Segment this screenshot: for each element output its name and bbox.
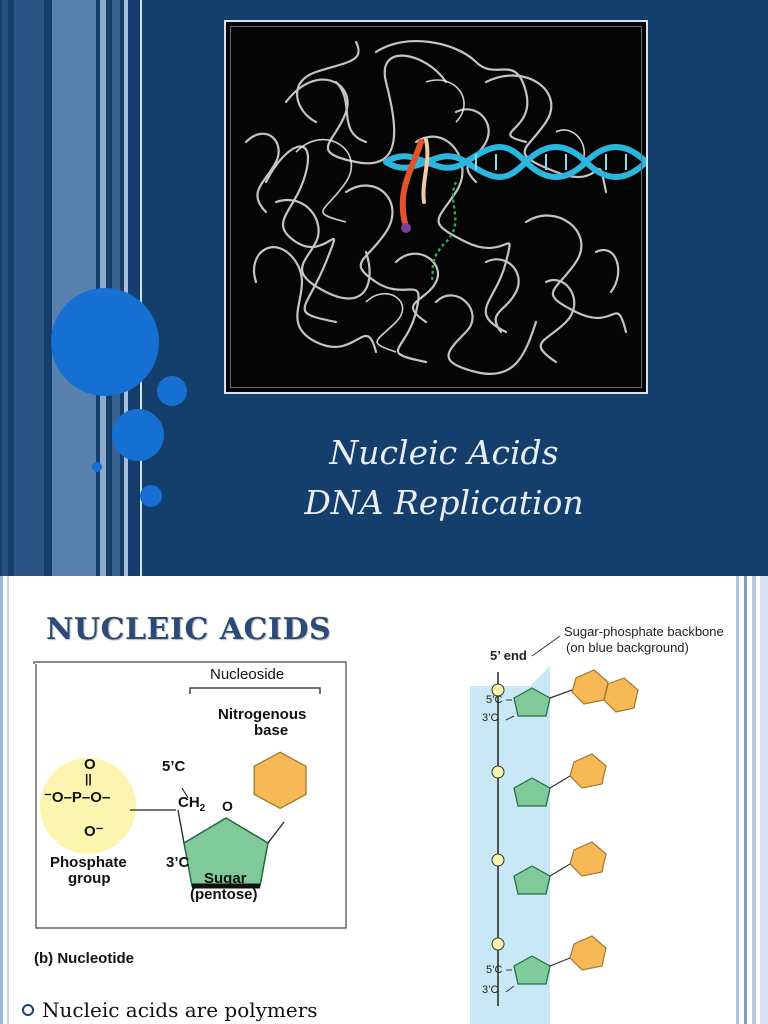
five-carbon-label: 5’C [162,758,186,775]
title-line-2: DNA Replication [304,483,584,522]
bullet-text: Nucleic acids are polymers [42,998,318,1022]
five-prime-end-label: 5’ end [490,648,527,663]
backbone-diagram: 5’ end Sugar-phosphate backbone (on blue… [470,624,740,1024]
bullet-ring-icon [22,1003,34,1016]
backbone-label-line2: (on blue background) [566,640,689,655]
five-c-top-label: 5’C [486,694,503,706]
phosphate-o-bottom: O⁻ [84,823,104,840]
phosphate-double-bond: || [85,772,92,786]
five-c-bottom-label: 5’C [486,964,503,976]
bullet-item: Nucleic acids are polymers [22,998,318,1022]
decorative-stripes [0,0,150,576]
phosphate-o-top: O [84,756,96,773]
nucleic-acids-slide: NUCLEIC ACIDS Nucleoside Nitrogenous bas… [0,576,768,1024]
nitrogenous-label-line2: base [254,722,289,739]
title-line-1: Nucleic Acids [329,433,559,472]
phosphate-group-label-line2: group [68,870,111,887]
ch2-subscript: 2 [199,803,206,814]
dna-polymerase-image [224,20,648,394]
nucleotide-caption: (b) Nucleotide [34,950,134,967]
phosphate-group-label-line1: Phosphate [50,854,127,871]
slide-title: Nucleic Acids DNA Replication [224,428,664,528]
ring-oxygen-label: O [222,798,233,814]
backbone-label-line1: Sugar-phosphate backbone [564,624,724,639]
slide-heading: NUCLEIC ACIDS [46,612,332,647]
ch2-text: CH [178,794,200,811]
nucleotide-diagram: Nucleoside Nitrogenous base O || ⁻O–P–O–… [32,658,348,988]
sugar-label-line2: (pentose) [190,886,258,903]
title-slide: Nucleic Acids DNA Replication [0,0,768,576]
decorative-circles [51,288,187,507]
three-c-top-label: 3’C [482,712,499,724]
ch2-label: CH2 [178,794,205,814]
decorative-stripes [0,576,768,1024]
phosphate-formula: ⁻O–P–O– [44,789,111,806]
three-carbon-label: 3’C [166,854,190,871]
nitrogenous-label-line1: Nitrogenous [218,706,307,723]
nucleoside-label: Nucleoside [210,666,285,683]
three-c-bottom-label: 3’C [482,984,499,996]
sugar-label-line1: Sugar [204,870,247,887]
